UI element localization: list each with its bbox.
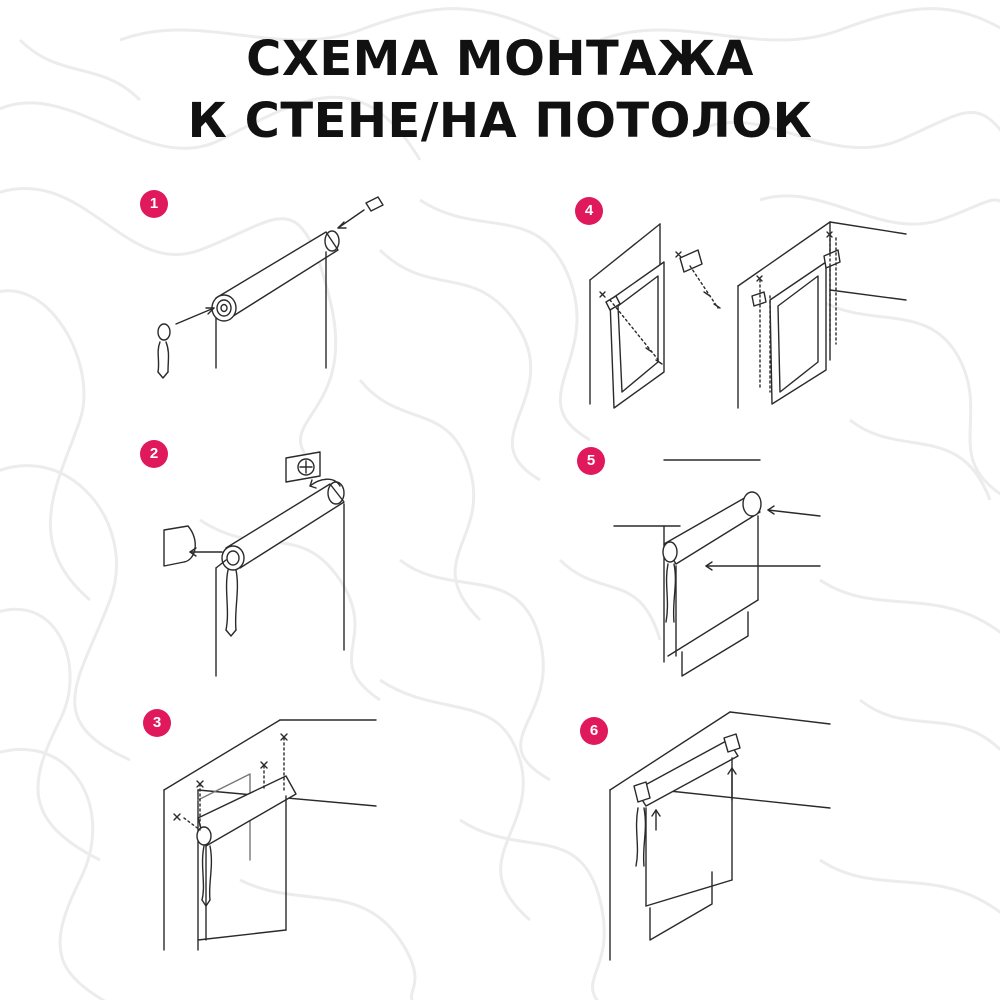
step-3-marking-illustration xyxy=(163,719,377,951)
step-2-bracket-illustration xyxy=(163,451,345,677)
step-4-brackets-illustration xyxy=(589,221,907,409)
title-line-1: СХЕМА МОНТАЖА xyxy=(246,31,754,87)
step-1-roller-illustration xyxy=(157,196,384,379)
step-badge-1: 1 xyxy=(140,190,168,218)
step-6-ceiling-installed-illustration xyxy=(609,711,831,961)
step-badge-6: 6 xyxy=(580,717,608,745)
step-badge-4: 4 xyxy=(575,197,603,225)
page-title: СХЕМА МОНТАЖА К СТЕНЕ/НА ПОТОЛОК xyxy=(0,28,1000,152)
title-line-2: К СТЕНЕ/НА ПОТОЛОК xyxy=(187,93,813,149)
step-5-wall-installed-illustration xyxy=(613,459,821,677)
step-badge-5: 5 xyxy=(577,447,605,475)
step-badge-2: 2 xyxy=(140,440,168,468)
step-badge-3: 3 xyxy=(143,709,171,737)
